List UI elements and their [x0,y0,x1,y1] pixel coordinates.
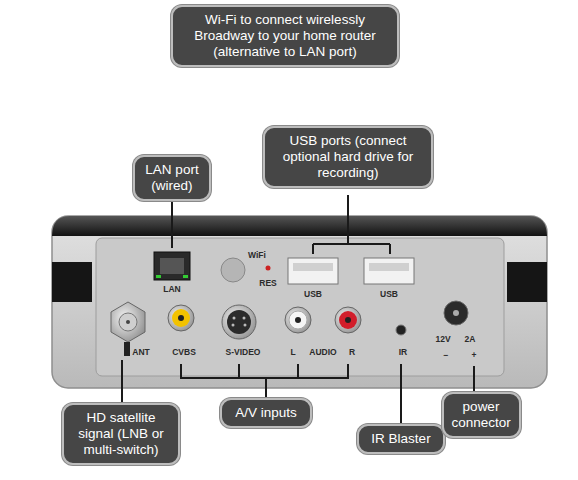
leader-line [171,200,173,248]
side-strip [52,262,92,302]
port-panel [96,238,504,376]
port-label: ANT [132,347,149,357]
callout-box: A/V inputs [220,398,312,428]
port-label: R [349,347,355,357]
callout-text: IR Blaster [367,431,435,447]
lan-port [160,258,184,274]
rca-jack [339,311,357,329]
port-label: IR [399,347,408,357]
s-video-pin [244,324,247,327]
leader-line [473,366,475,392]
s-video-pin [233,317,236,320]
callout-box: USB ports (connect optional hard drive f… [263,126,433,188]
rca-jack [295,317,301,323]
usb-port [293,263,333,271]
leader-bracket [313,195,390,254]
callout-box: LAN port (wired) [133,155,211,201]
port-label: + [472,350,477,360]
rca-jack [178,315,184,321]
usb-port [369,263,409,271]
lan-led [183,275,188,278]
lan-led [156,275,161,278]
wifi-button [221,258,245,282]
callout-text: LAN port (wired) [143,162,201,194]
rca-jack [285,307,311,333]
leader-bracket [181,364,348,398]
callout-box: power connector [442,392,521,438]
rca-jack [172,309,190,327]
rca-jack [335,307,361,333]
s-video-jack [227,310,251,334]
port-label: S-VIDEO [226,347,261,357]
callout-text: Wi-Fi to connect wirelessly Broadway to … [181,12,389,60]
callout-box: IR Blaster [357,424,445,454]
port-label: RES [259,278,276,288]
housing [52,216,547,388]
lan-port [154,252,190,280]
callout-text: power connector [452,399,511,431]
antenna-connector [111,302,145,342]
port-label: CVBS [172,347,196,357]
callout-text: USB ports (connect optional hard drive f… [273,133,423,181]
leader-line [121,360,123,403]
antenna-connector [124,342,130,356]
rca-jack [289,311,307,329]
port-label: − [444,350,449,360]
port-label: 2A [465,334,476,344]
callout-text: A/V inputs [230,405,302,421]
callout-box: HD satellite signal (LNB or multi-switch… [62,403,180,465]
port-label: AUDIO [309,347,336,357]
port-label: 12V [435,334,450,344]
usb-port [364,258,414,284]
top-band [52,216,547,236]
s-video-pin [232,324,235,327]
side-strip [507,262,547,302]
port-label: LAN [163,284,180,294]
usb-port [288,258,338,284]
callout-box: Wi-Fi to connect wirelessly Broadway to … [171,5,399,67]
rca-jack [168,305,194,331]
leader-line [400,364,402,424]
port-label: WiFi [248,250,266,260]
port-label: L [290,347,295,357]
power-jack [453,310,459,316]
reset-hole [266,266,271,271]
callout-text: HD satellite signal (LNB or multi-switch… [72,410,170,458]
s-video-pin [243,317,246,320]
s-video-jack [222,305,256,339]
antenna-connector [126,320,130,324]
power-jack [444,301,468,325]
antenna-connector [119,313,137,331]
port-label: USB [304,289,322,299]
ir-jack [396,325,406,335]
port-label: USB [380,289,398,299]
rca-jack [345,317,351,323]
